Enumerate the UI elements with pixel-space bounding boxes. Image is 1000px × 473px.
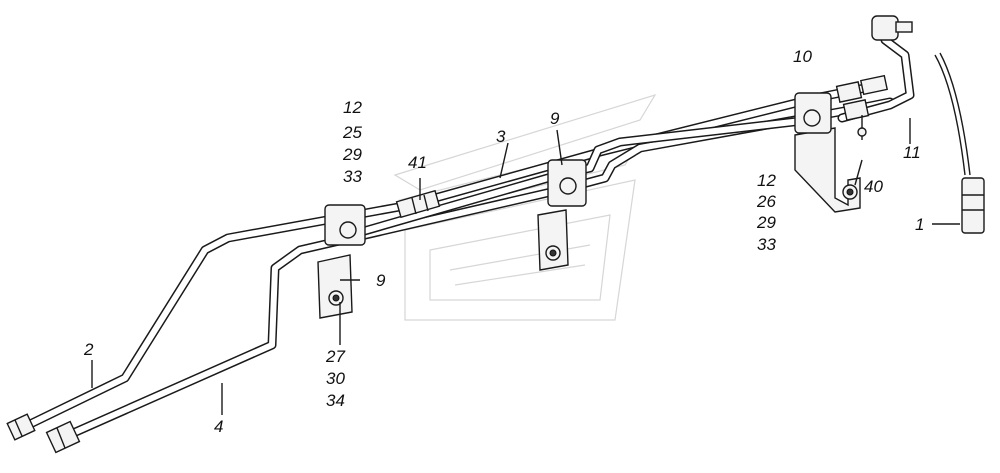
- hose-1: [934, 52, 985, 234]
- nut-end-4: [45, 420, 81, 454]
- label-group1-33: 33: [343, 167, 362, 186]
- label-group1-25: 25: [342, 123, 362, 142]
- bracket-right: [794, 92, 861, 213]
- riser-top-fitting: [871, 15, 913, 41]
- label-group3-34: 34: [326, 391, 345, 410]
- label-4: 4: [214, 417, 223, 436]
- pipe-riser: [837, 35, 915, 123]
- fitting-40: [835, 74, 889, 140]
- leader-lines: [91, 118, 960, 415]
- label-9b: 9: [550, 109, 560, 128]
- bracket-middle: [537, 159, 587, 271]
- label-11: 11: [903, 143, 921, 162]
- label-41: 41: [408, 153, 427, 172]
- label-group3-30: 30: [326, 369, 345, 388]
- pipe-upper: [17, 80, 885, 433]
- label-2: 2: [83, 340, 94, 359]
- label-9a: 9: [376, 271, 386, 290]
- pipe-lower: [57, 97, 895, 443]
- label-group2-29: 29: [756, 213, 776, 232]
- part-labels: 1 2 3 4 9 9 10 11 40 41 12 25 29 33 12 2…: [83, 47, 924, 436]
- pipe-middle: [335, 115, 815, 243]
- bracket-left: [317, 204, 366, 319]
- label-group2-12: 12: [757, 171, 776, 190]
- label-group1-29: 29: [342, 145, 362, 164]
- label-group3-27: 27: [325, 347, 345, 366]
- nut-end-2: [6, 413, 36, 441]
- coupling-41: [395, 189, 441, 219]
- label-3: 3: [496, 127, 506, 146]
- label-40: 40: [864, 177, 883, 196]
- label-group1-12: 12: [343, 98, 362, 117]
- label-group2-26: 26: [756, 192, 776, 211]
- label-group2-33: 33: [757, 235, 776, 254]
- label-10: 10: [793, 47, 812, 66]
- label-1: 1: [915, 215, 924, 234]
